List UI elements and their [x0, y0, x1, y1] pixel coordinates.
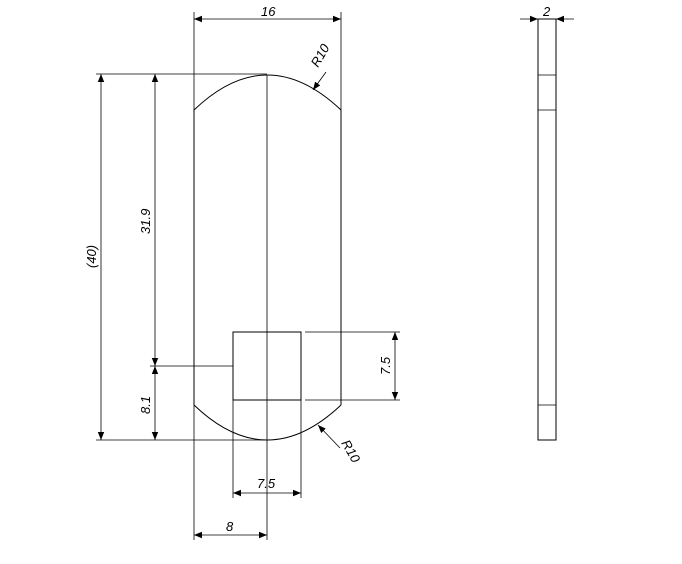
dim-label-31-9: 31.9: [138, 209, 153, 234]
dim-radius-bottom: R10: [317, 424, 364, 466]
dim-label-r10-bottom: R10: [338, 437, 363, 466]
dim-label-40: (40): [84, 245, 99, 268]
front-view: [193, 74, 342, 441]
dim-length-40: (40): [84, 73, 267, 441]
dim-thickness-2: 2: [520, 4, 574, 23]
side-view: [537, 18, 557, 441]
bottom-arc: [193, 404, 342, 441]
dim-length-31-9: 31.9: [138, 74, 233, 367]
dim-label-8: 8: [226, 519, 234, 534]
dim-width-16: 16: [193, 4, 342, 110]
dim-label-hole-height: 7.5: [378, 356, 393, 375]
dim-label-16: 16: [261, 4, 276, 19]
dim-hole-height: 7.5: [305, 331, 400, 401]
dim-length-8-1: 8.1: [138, 366, 159, 440]
dim-radius-top: R10: [308, 41, 333, 91]
dim-label-2: 2: [542, 4, 551, 19]
dim-label-8-1: 8.1: [138, 396, 153, 414]
top-arc: [193, 74, 342, 111]
dim-label-hole-width: 7.5: [257, 476, 276, 491]
dim-offset-8: 8: [193, 405, 268, 540]
dim-label-r10-top: R10: [308, 41, 333, 70]
side-outline: [537, 18, 557, 441]
